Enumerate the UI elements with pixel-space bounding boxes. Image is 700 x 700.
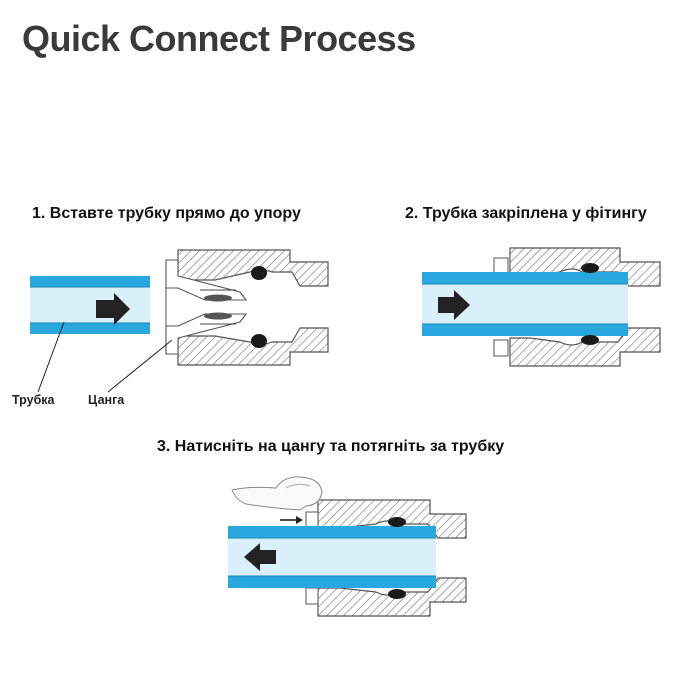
o-ring [581, 335, 599, 345]
step-2-title: 2. Трубка закріплена у фітингу [405, 205, 647, 222]
push-arrow-icon [96, 293, 130, 325]
step-1-title: 1. Вставте трубку прямо до упору [32, 205, 301, 222]
fitting-body-top [177, 249, 329, 287]
page-title: Quick Connect Process [22, 18, 416, 59]
o-ring [251, 334, 267, 348]
push-arrow-icon [438, 290, 470, 320]
collet-callout-line [107, 339, 173, 393]
finger-icon [231, 476, 323, 511]
fitting-body-bottom [177, 327, 329, 366]
tube [30, 276, 150, 334]
step-1-illustration [30, 249, 329, 393]
tube-callout-line [37, 321, 65, 393]
tube-callout-label: Трубка [12, 393, 55, 407]
collet-callout-label: Цанга [88, 393, 125, 407]
step-2-illustration [422, 247, 661, 367]
collet [165, 259, 248, 355]
o-ring [388, 517, 406, 527]
pull-arrow-icon [244, 543, 276, 571]
step-3-illustration [228, 476, 467, 617]
o-ring [251, 266, 267, 280]
step-3-title: 3. Натисніть на цангу та потягніть за тр… [157, 438, 505, 455]
o-ring [581, 263, 599, 273]
fitting-body-bottom [509, 327, 661, 367]
o-ring [388, 589, 406, 599]
